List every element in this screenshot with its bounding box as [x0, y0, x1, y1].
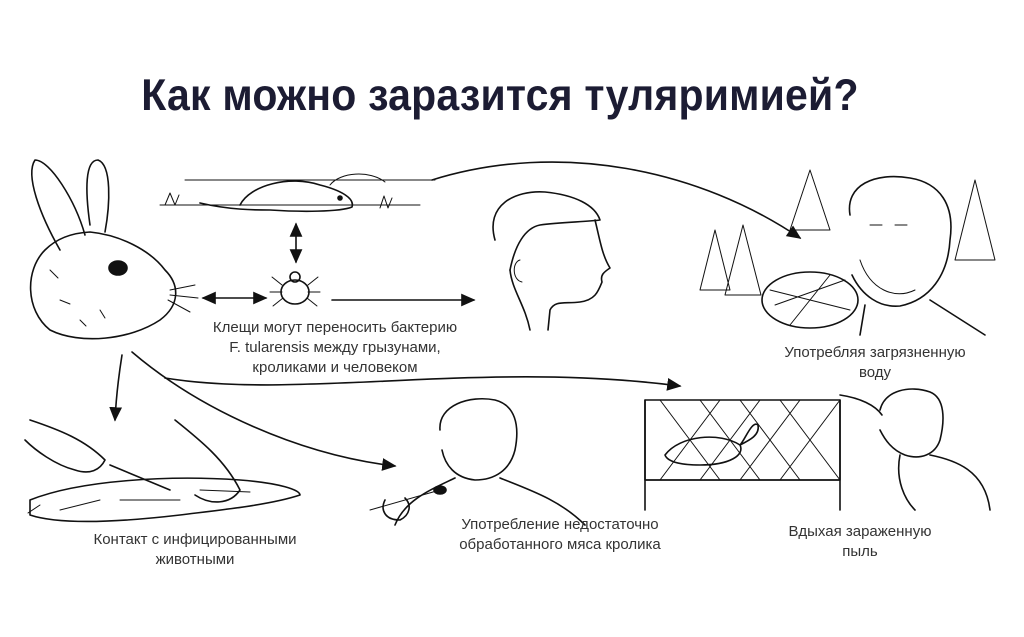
caption-water: Употребляя загрязненную воду — [750, 343, 1000, 383]
tick-illustration — [269, 271, 321, 307]
arrow-to-dust — [164, 376, 682, 391]
rabbit-head-illustration — [29, 159, 199, 340]
arrow-to-meat — [131, 351, 397, 471]
caption-line: обработанного мяса кролика — [459, 536, 661, 553]
transmission-arrows — [109, 161, 802, 471]
man-drinking-water-illustration — [699, 169, 996, 336]
rabbit-cage-illustration — [644, 399, 841, 511]
caption-line: пыль — [842, 543, 878, 560]
caption-line: Употребление недостаточно — [461, 516, 659, 533]
caption-ticks: Клещи могут переносить бактерию F. tular… — [170, 318, 500, 378]
caption-line: F. tularensis между грызунами, — [229, 339, 441, 356]
caption-line: Клещи могут переносить бактерию — [212, 319, 458, 336]
man-profile-illustration — [492, 191, 611, 331]
caption-line: воду — [858, 364, 892, 381]
caption-line: кроликами и человеком — [252, 359, 418, 376]
skinning-rabbit-illustration — [24, 419, 301, 523]
caption-dust: Вдыхая зараженную пыль — [760, 522, 960, 562]
page-title: Как можно заразится туляримией? — [141, 70, 859, 120]
man-inhaling-illustration — [839, 388, 991, 511]
caption-line: животными — [155, 551, 235, 568]
caption-line: Вдыхая зараженную — [788, 523, 932, 540]
caption-contact: Контакт с инфицированными животными — [55, 530, 335, 570]
caption-line: Употребляя загрязненную — [784, 344, 966, 361]
boy-eating-illustration — [369, 398, 586, 526]
rodent-illustration — [159, 173, 436, 213]
caption-line: Контакт с инфицированными — [93, 531, 297, 548]
arrow-to-water — [431, 161, 802, 239]
caption-meat: Употребление недостаточно обработанного … — [420, 515, 700, 555]
arrow-to-contact — [109, 354, 123, 422]
